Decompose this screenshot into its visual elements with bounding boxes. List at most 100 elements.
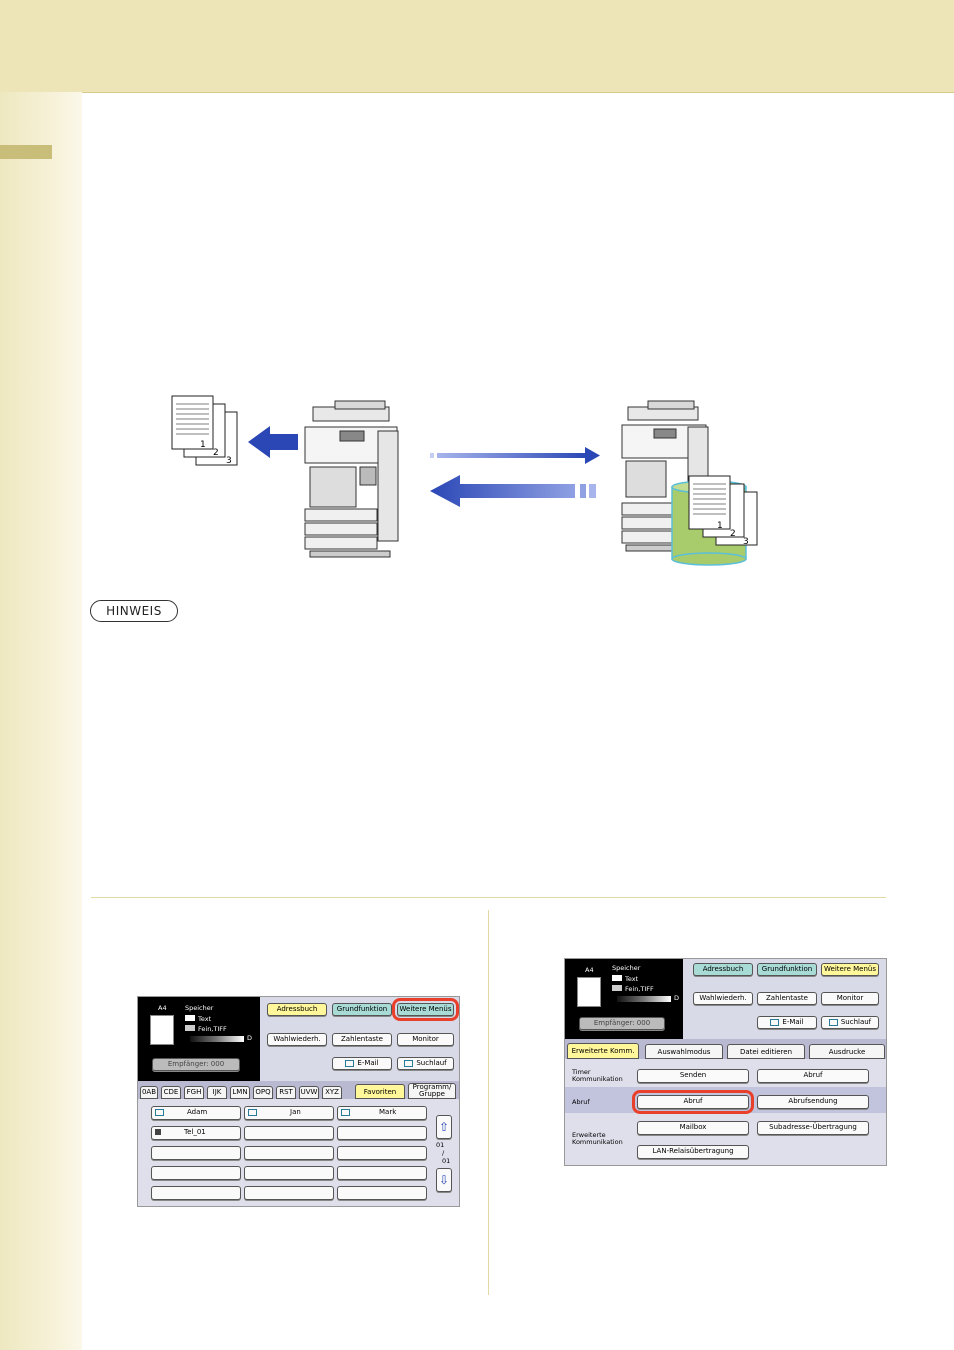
chapter-marker — [0, 145, 52, 159]
header-band — [0, 0, 954, 93]
polling-return-arrow — [430, 475, 596, 507]
timer-abruf-button[interactable]: Abruf — [757, 1069, 869, 1083]
menu-tab-erweiterte-komm[interactable]: Erweiterte Komm. — [567, 1043, 639, 1059]
document-stack-right: 1 2 3 — [688, 475, 758, 547]
redial-button[interactable]: Wahlwiederh. — [267, 1033, 327, 1046]
page-number: 1 — [200, 440, 206, 450]
control-panel-extended-menu: A4 Speicher Text Fein,TIFF D Empfänger: … — [564, 958, 887, 1166]
monitor-button[interactable]: Monitor — [397, 1033, 454, 1046]
arrow-up-icon: ⇧ — [438, 1120, 450, 1134]
tab-grundfunktion[interactable]: Grundfunktion — [757, 963, 817, 976]
email-button[interactable]: E-Mail — [757, 1016, 817, 1029]
polling-diagram: 1 2 3 — [171, 395, 758, 566]
abruf-button[interactable]: Abruf — [632, 1090, 754, 1114]
index-tab-lmn[interactable]: LMN — [230, 1086, 250, 1099]
list-item-empty[interactable] — [151, 1146, 241, 1160]
index-tab-0ab[interactable]: 0AB — [140, 1086, 158, 1099]
index-tab-opq[interactable]: OPQ — [253, 1086, 273, 1099]
recipients-counter: Empfänger: 000 — [579, 1017, 665, 1030]
index-tab-fgh[interactable]: FGH — [184, 1086, 204, 1099]
list-item-empty[interactable] — [244, 1186, 334, 1200]
copier-left-icon — [304, 400, 399, 558]
page-separator: / — [442, 1149, 445, 1157]
index-tab-favoriten[interactable]: Favoriten — [355, 1084, 405, 1099]
lan-relais-button[interactable]: LAN-Relaisübertragung — [637, 1145, 749, 1159]
scroll-up-button[interactable]: ⇧ — [436, 1115, 452, 1139]
list-item-empty[interactable] — [337, 1186, 427, 1200]
keypad-button[interactable]: Zahlentaste — [332, 1033, 392, 1046]
label-abruf: Abruf — [572, 1098, 590, 1106]
page-number: 3 — [743, 537, 749, 547]
index-tab-programm-gruppe[interactable]: Programm/ Gruppe — [408, 1083, 456, 1099]
tab-adressbuch[interactable]: Adressbuch — [267, 1003, 327, 1016]
list-item-empty[interactable] — [337, 1146, 427, 1160]
document-preview-icon — [150, 1015, 174, 1045]
timer-senden-button[interactable]: Senden — [637, 1069, 749, 1083]
mail-icon — [341, 1108, 350, 1116]
list-item-empty[interactable] — [151, 1186, 241, 1200]
mail-icon — [770, 1018, 780, 1026]
tab-grundfunktion[interactable]: Grundfunktion — [332, 1003, 392, 1016]
tab-weitere-menus[interactable]: Weitere Menüs — [392, 998, 459, 1021]
mailbox-button[interactable]: Mailbox — [637, 1121, 749, 1135]
list-item[interactable]: Adam — [151, 1106, 241, 1120]
search-icon — [828, 1018, 838, 1026]
list-item[interactable]: Mark — [337, 1106, 427, 1120]
redial-button[interactable]: Wahlwiederh. — [693, 992, 753, 1005]
label-timer-kommunikation: Timer Kommunikation — [572, 1068, 623, 1083]
page-number: 1 — [717, 521, 723, 531]
document-stack-left: 1 2 3 — [171, 395, 238, 466]
page-number: 2 — [730, 529, 736, 539]
index-tab-cde[interactable]: CDE — [161, 1086, 181, 1099]
list-item-empty[interactable] — [337, 1166, 427, 1180]
index-tab-uvw[interactable]: UVW — [299, 1086, 319, 1099]
mail-icon — [248, 1108, 257, 1116]
control-panel-address-book: A4 Speicher Text Fein,TIFF D Empfänger: … — [137, 996, 460, 1207]
abrufsendung-button[interactable]: Abrufsendung — [757, 1095, 869, 1109]
search-button[interactable]: Suchlauf — [397, 1057, 454, 1070]
index-tab-rst[interactable]: RST — [276, 1086, 296, 1099]
monitor-button[interactable]: Monitor — [821, 992, 879, 1005]
index-tab-ijk[interactable]: IJK — [207, 1086, 227, 1099]
menu-tab-ausdrucke[interactable]: Ausdrucke — [809, 1044, 885, 1059]
paper-size: A4 — [158, 1004, 167, 1012]
document-preview-icon — [577, 977, 601, 1007]
list-item-empty[interactable] — [337, 1126, 427, 1140]
index-tab-xyz[interactable]: XYZ — [322, 1086, 342, 1099]
search-button[interactable]: Suchlauf — [821, 1016, 879, 1029]
dial-label: D — [674, 994, 680, 1002]
menu-tab-auswahlmodus[interactable]: Auswahlmodus — [645, 1044, 723, 1059]
scroll-down-button[interactable]: ⇩ — [436, 1168, 452, 1192]
output-arrow — [248, 426, 298, 458]
keypad-button[interactable]: Zahlentaste — [757, 992, 817, 1005]
column-divider — [488, 910, 489, 1295]
page-current: 01 — [436, 1141, 445, 1149]
mode-text: Text — [185, 1015, 211, 1023]
page-number: 2 — [213, 448, 219, 458]
tab-weitere-menus[interactable]: Weitere Menüs — [821, 963, 879, 976]
menu-tab-datei-editieren[interactable]: Datei editieren — [727, 1044, 805, 1059]
email-button[interactable]: E-Mail — [332, 1057, 392, 1070]
tab-adressbuch[interactable]: Adressbuch — [693, 963, 753, 976]
phone-icon — [155, 1129, 161, 1135]
memory-label: Speicher — [612, 964, 641, 972]
list-item-empty[interactable] — [244, 1126, 334, 1140]
subadresse-button[interactable]: Subadresse-Übertragung — [757, 1121, 869, 1135]
request-arrow — [430, 447, 600, 464]
list-item-empty[interactable] — [151, 1166, 241, 1180]
list-item[interactable]: Jan — [244, 1106, 334, 1120]
mode-resolution: Fein,TIFF — [185, 1025, 227, 1033]
paper-size: A4 — [585, 966, 594, 974]
page-number: 3 — [226, 456, 232, 466]
contrast-slider[interactable] — [190, 1036, 244, 1042]
mail-icon — [155, 1108, 164, 1116]
list-item[interactable]: Tel_01 — [151, 1126, 241, 1140]
dial-label: D — [247, 1034, 253, 1042]
list-item-empty[interactable] — [244, 1146, 334, 1160]
mail-icon — [345, 1059, 355, 1067]
contrast-slider[interactable] — [617, 996, 671, 1002]
side-band — [0, 92, 82, 1350]
list-item-empty[interactable] — [244, 1166, 334, 1180]
mode-text: Text — [612, 975, 638, 983]
section-divider — [91, 897, 886, 898]
